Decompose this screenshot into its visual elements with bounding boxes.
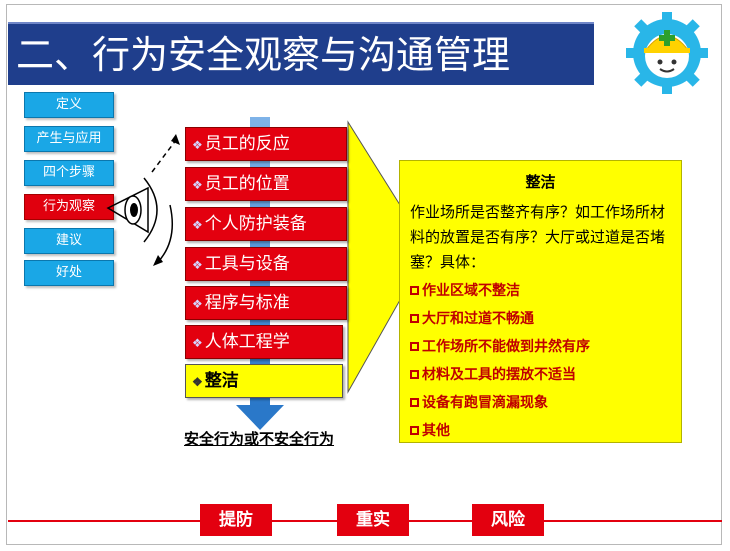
category-procedures-standards[interactable]: ❖程序与标准 (185, 286, 347, 320)
list-item: 大厅和过道不畅通 (410, 305, 671, 333)
sidebar-item-four-steps[interactable]: 四个步骤 (24, 160, 114, 186)
sidebar-item-definition[interactable]: 定义 (24, 92, 114, 118)
diamond-bullet-icon: ❖ (192, 138, 203, 152)
list-item: 设备有跑冒滴漏现象 (410, 389, 671, 417)
category-employee-position[interactable]: ❖员工的位置 (185, 167, 347, 201)
bottom-button-emphasize[interactable]: 重实 (337, 504, 409, 536)
bottom-button-beware[interactable]: 提防 (200, 504, 272, 536)
category-ergonomics[interactable]: ❖人体工程学 (185, 325, 343, 359)
square-bullet-icon (410, 314, 419, 323)
sidebar-item-behavior-observation[interactable]: 行为观察 (24, 194, 114, 220)
sidebar-item-origin-application[interactable]: 产生与应用 (24, 126, 114, 152)
diamond-bullet-icon: ❖ (192, 258, 203, 272)
detail-list: 作业区域不整洁 大厅和过道不畅通 工作场所不能做到井然有序 材料及工具的摆放不适… (410, 277, 671, 445)
result-label: 安全行为或不安全行为 (184, 430, 335, 448)
detail-body: 作业场所是否整齐有序？如工作场所材料的放置是否有序？大厅或过道是否堵塞？具体： (410, 203, 666, 271)
category-employee-reaction[interactable]: ❖员工的反应 (185, 127, 347, 161)
square-bullet-icon (410, 398, 419, 407)
diamond-bullet-icon: ❖ (192, 218, 203, 232)
square-bullet-icon (410, 342, 419, 351)
category-tools-equipment[interactable]: ❖工具与设备 (185, 247, 347, 281)
square-bullet-icon (410, 286, 419, 295)
title-bar: 二、行为安全观察与沟通管理 (8, 22, 594, 85)
diamond-bullet-icon: ❖ (192, 178, 203, 192)
category-housekeeping[interactable]: ❖整洁 (185, 364, 343, 398)
list-item: 材料及工具的摆放不适当 (410, 361, 671, 389)
sidebar-item-suggestion[interactable]: 建议 (24, 228, 114, 254)
safety-helmet-mascot-icon (626, 12, 708, 94)
detail-title: 整洁 (525, 173, 556, 191)
square-bullet-icon (410, 426, 419, 435)
slide-frame (6, 4, 722, 545)
list-item: 其他 (410, 417, 671, 445)
list-item: 作业区域不整洁 (410, 277, 671, 305)
diamond-bullet-icon: ❖ (192, 336, 203, 350)
page-title: 二、行为安全观察与沟通管理 (16, 33, 511, 77)
diamond-bullet-icon: ❖ (192, 297, 203, 311)
category-ppe[interactable]: ❖个人防护装备 (185, 207, 347, 241)
detail-panel: 整洁 作业场所是否整齐有序？如工作场所材料的放置是否有序？大厅或过道是否堵塞？具… (399, 160, 682, 443)
bottom-button-risk[interactable]: 风险 (472, 504, 544, 536)
sidebar-item-benefits[interactable]: 好处 (24, 260, 114, 286)
list-item: 工作场所不能做到井然有序 (410, 333, 671, 361)
diamond-bullet-icon: ❖ (192, 375, 203, 389)
square-bullet-icon (410, 370, 419, 379)
